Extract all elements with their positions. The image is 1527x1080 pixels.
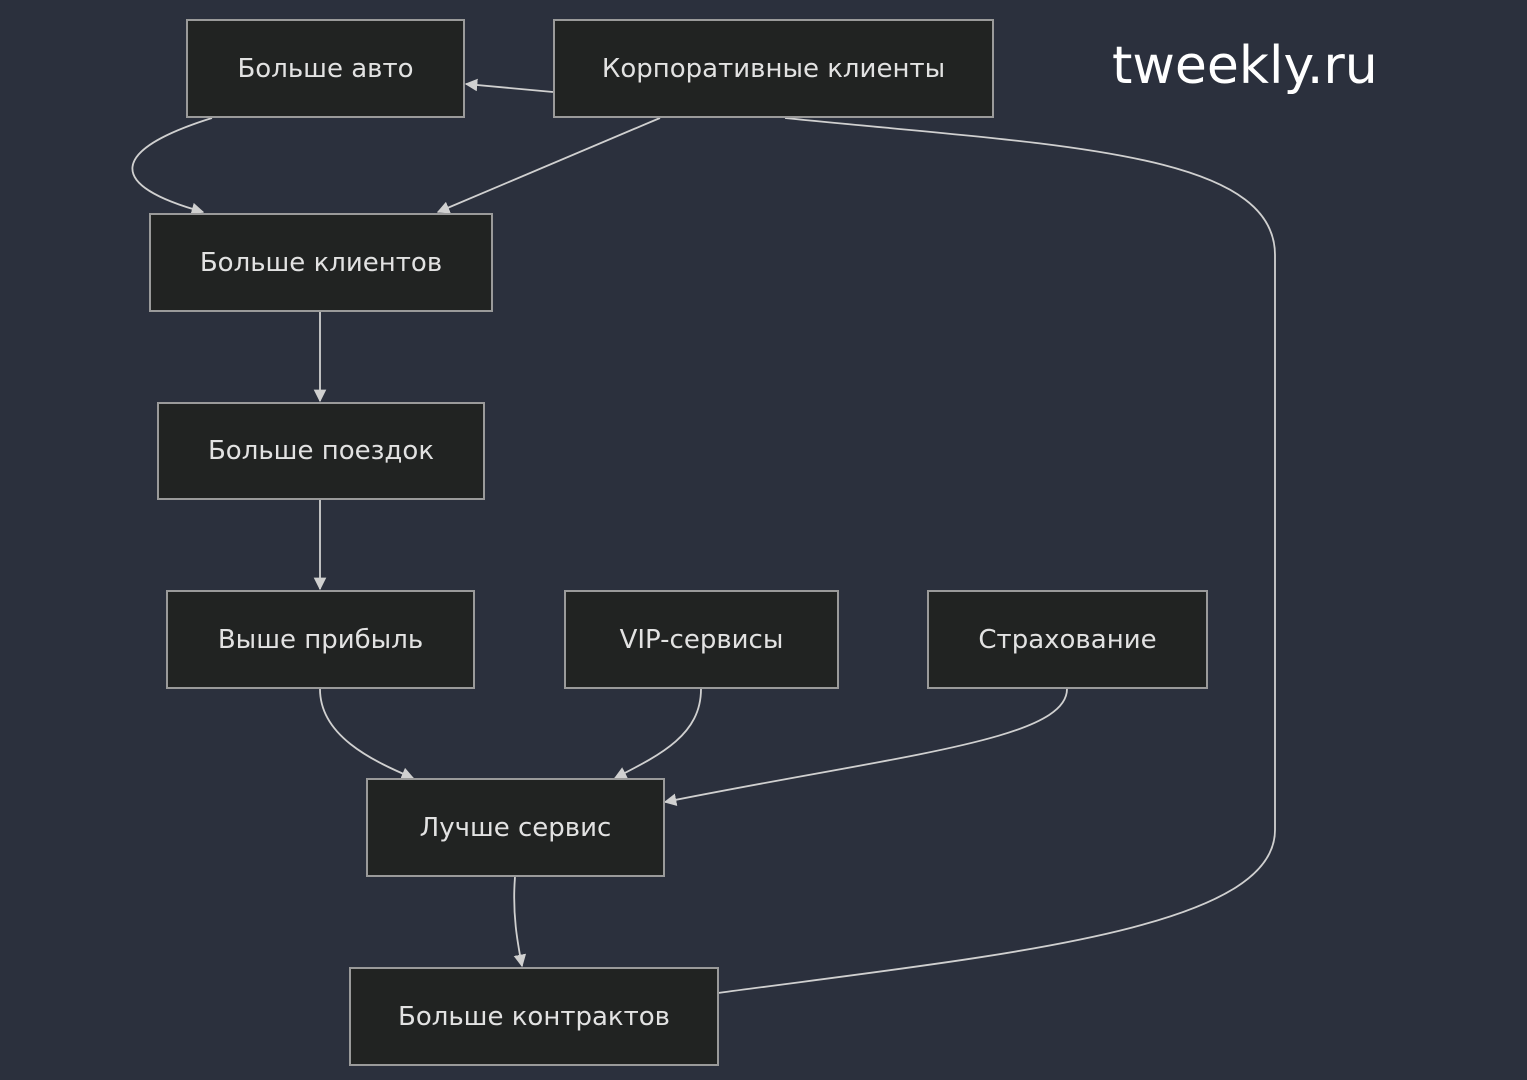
node-insurance[interactable]: Страхование (927, 590, 1208, 689)
edge-insurance-to-better-service (663, 688, 1068, 806)
node-vip-services[interactable]: VIP-сервисы (564, 590, 839, 689)
node-corporate-clients[interactable]: Корпоративные клиенты (553, 19, 994, 118)
node-higher-profit-label: Выше прибыль (217, 624, 424, 655)
node-better-service[interactable]: Лучше сервис (366, 778, 665, 877)
node-corporate-clients-label: Корпоративные клиенты (601, 53, 946, 84)
node-insurance-label: Страхование (978, 624, 1157, 655)
node-more-clients-label: Больше клиентов (199, 247, 443, 278)
brand-watermark: tweekly.ru (1112, 36, 1378, 96)
edge-better-service-to-more-contracts (513, 876, 527, 968)
edge-more-contracts-to-corporate (717, 117, 1276, 994)
node-more-contracts-label: Больше контрактов (397, 1001, 670, 1032)
node-more-clients[interactable]: Больше клиентов (149, 213, 493, 312)
edge-vip-to-better-service (613, 688, 702, 779)
node-higher-profit[interactable]: Выше прибыль (166, 590, 475, 689)
node-more-cars-label: Больше авто (237, 53, 414, 84)
edge-corporate-to-more-cars (464, 78, 554, 93)
node-better-service-label: Лучше сервис (419, 812, 612, 843)
edge-higher-profit-to-better-service (319, 688, 415, 780)
edge-more-cars-to-more-clients (131, 117, 213, 216)
node-more-trips[interactable]: Больше поездок (157, 402, 485, 500)
node-more-trips-label: Больше поездок (207, 436, 435, 466)
node-more-cars[interactable]: Больше авто (186, 19, 465, 118)
edge-corporate-to-more-clients (436, 117, 661, 214)
node-vip-services-label: VIP-сервисы (619, 624, 784, 655)
node-more-contracts[interactable]: Больше контрактов (349, 967, 719, 1066)
